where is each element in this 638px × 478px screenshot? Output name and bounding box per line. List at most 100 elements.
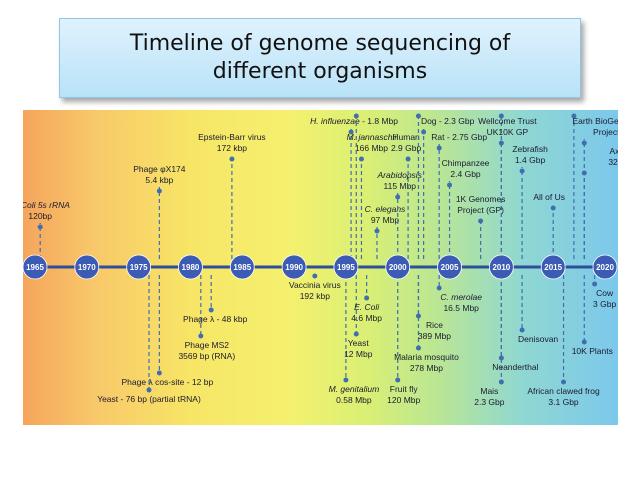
event-label-above: 2.9 Gbp [391, 143, 422, 153]
event-dot [561, 379, 567, 385]
year-node [488, 254, 514, 280]
event-label-below: 192 kbp [300, 291, 331, 301]
event-label-below: 2.3 Gbp [474, 397, 505, 407]
event-dot [519, 168, 525, 174]
year-label: 1985 [233, 263, 251, 272]
event-label-above: Human [392, 132, 420, 142]
event-label-above: Zebrafish [512, 144, 548, 154]
event-dot [478, 218, 484, 224]
event-label-below: Mais [480, 386, 498, 396]
event-label-below: M. genitalium [329, 384, 380, 394]
event-label-below: 16.5 Mbp [443, 303, 479, 313]
year-node [437, 254, 462, 280]
event-label-below: 12 Mbp [344, 349, 373, 359]
event-dot [358, 156, 364, 162]
event-label-above: 32 Gbp [608, 157, 618, 167]
year-label: 1975 [130, 263, 148, 272]
event-label-below: Cow [596, 288, 614, 298]
event-dot [374, 228, 380, 234]
year-label: 1965 [26, 263, 44, 272]
event-label-below: Neanderthal [492, 362, 538, 372]
event-label-below: Fruit fly [390, 384, 419, 394]
event-label-above: 120bp [28, 211, 52, 221]
event-dot [415, 313, 421, 319]
year-label: 1970 [78, 263, 96, 272]
year-label: 1980 [182, 263, 200, 272]
event-label-above: Wellcome Trust [478, 116, 537, 126]
event-dot [447, 182, 453, 188]
event-label-above: 5.4 kbp [145, 175, 173, 185]
event-label-below: 4.6 Mbp [351, 313, 382, 323]
event-label-below: Phage λ cos-site - 12 bp [122, 377, 214, 387]
event-dot [312, 273, 318, 279]
year-label: 2005 [441, 263, 459, 272]
event-label-below: African clawed frog [527, 386, 600, 396]
event-dot [592, 281, 598, 287]
event-label-above: Dog - 2.3 Gbp [421, 116, 475, 126]
event-label-above: 1.4 Gbp [515, 155, 546, 165]
year-node [23, 254, 48, 280]
event-label-below: Yeast [348, 338, 370, 348]
event-dot [436, 145, 442, 151]
event-label-below: 278 Mbp [410, 363, 443, 373]
event-dot [343, 377, 349, 383]
year-node [592, 254, 618, 280]
year-node [229, 254, 255, 280]
event-dot [498, 113, 504, 119]
event-label-above: Chimpanzee [442, 158, 490, 168]
event-label-above: 2.4 Gbp [450, 169, 481, 179]
event-dot [37, 224, 43, 230]
event-label-above: 97 Mbp [371, 215, 400, 225]
event-dot [198, 333, 204, 339]
year-label: 2015 [544, 263, 562, 272]
event-label-above: 1K Genomes [456, 194, 506, 204]
event-label-above: UK10K GP [487, 127, 529, 137]
event-label-below: Denisovan [518, 334, 558, 344]
year-label: 2000 [389, 263, 407, 272]
year-node [178, 254, 203, 280]
year-label: 2010 [492, 263, 510, 272]
event-dot [395, 194, 401, 200]
event-dot [581, 140, 587, 146]
event-dot [436, 285, 442, 291]
event-dot [415, 345, 421, 351]
event-label-below: 3569 bp (RNA) [178, 351, 235, 361]
event-label-above: C. elegans [365, 204, 406, 214]
event-label-below: E. Coli [354, 302, 380, 312]
event-label-above: Earth BioGenome [572, 116, 618, 126]
slide-title: Timeline of genome sequencing of differe… [129, 31, 511, 84]
event-label-below: Rice [426, 320, 443, 330]
event-dot [498, 140, 504, 146]
event-dot [519, 327, 525, 333]
event-dot [581, 339, 587, 345]
year-label: 1995 [337, 263, 355, 272]
event-dot [581, 170, 587, 176]
event-dot [156, 188, 162, 194]
event-label-below: C. merolae [440, 292, 482, 302]
event-label-above: All of Us [533, 192, 565, 202]
event-dot [208, 307, 214, 313]
event-label-above: Phage φX174 [133, 164, 186, 174]
event-dot [395, 377, 401, 383]
event-label-above: 166 Mbp [355, 143, 388, 153]
event-label-below: 120 Mbp [387, 395, 420, 405]
year-label: 2020 [596, 263, 614, 272]
event-label-below: Vaccinia virus [289, 280, 341, 290]
event-dot [146, 387, 152, 393]
event-label-above: E. Coli 5s rRNA [23, 200, 70, 210]
year-node [333, 254, 359, 280]
event-label-below: Phage λ - 48 kbp [183, 314, 248, 324]
event-dot [353, 331, 359, 337]
year-node [540, 254, 566, 280]
event-label-above: H. influenzae - 1.8 Mbp [310, 116, 398, 126]
year-node [385, 254, 411, 280]
year-node [126, 254, 152, 280]
event-label-above: Axolotl [610, 146, 618, 156]
event-label-above: M. jannaschii [347, 132, 398, 142]
event-label-above: Epstein-Barr virus [198, 132, 266, 142]
event-label-below: 3 Gbp [593, 299, 616, 309]
event-label-above: Arabidopsis [377, 170, 423, 180]
year-node [74, 254, 100, 280]
event-label-below: Phage MS2 [185, 340, 230, 350]
